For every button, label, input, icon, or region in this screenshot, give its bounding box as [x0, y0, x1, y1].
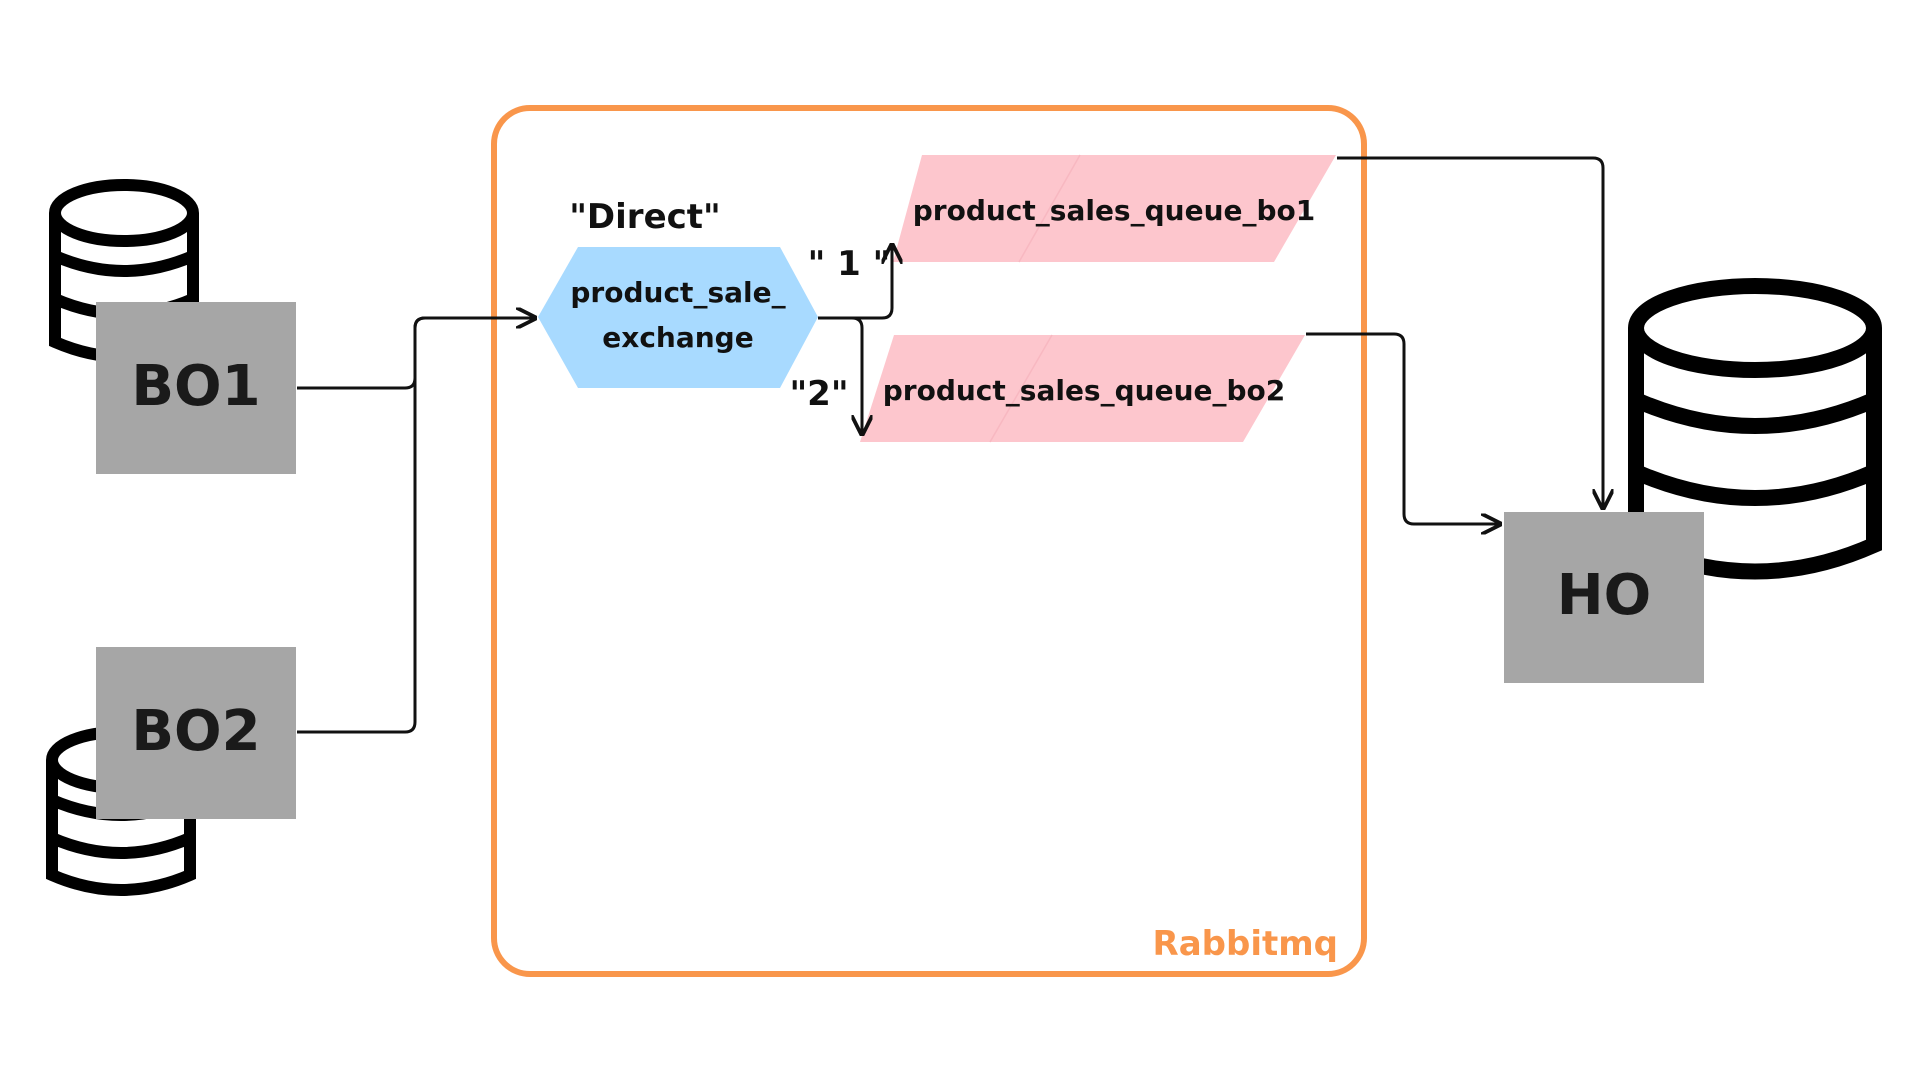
ho-node [1504, 512, 1704, 683]
bo1-label: BO1 [131, 354, 260, 419]
ho-database-icon [1628, 278, 1882, 580]
edge-exchange-to-queue-bo2 [818, 316, 862, 434]
bo2-node [96, 647, 296, 819]
rabbitmq-container [491, 105, 1367, 977]
routing-key-1-label: " 1 " [808, 244, 891, 284]
bo2-label: BO2 [131, 699, 260, 764]
edge-exchange-to-queue-bo1 [818, 245, 892, 320]
exchange-type-label: "Direct" [569, 197, 721, 237]
exchange-name-line1: product_sale_ [570, 276, 785, 309]
edge-queue-bo1-to-ho [1337, 156, 1603, 508]
routing-key-2-label: "2" [789, 374, 848, 414]
edge-bo2-to-exchange [297, 316, 426, 734]
ho-label: HO [1557, 563, 1651, 628]
edge-queue-bo2-to-ho [1306, 332, 1500, 524]
exchange-name-line2: exchange [602, 321, 753, 354]
queue-bo1-node [893, 155, 1336, 262]
rabbitmq-label: Rabbitmq [1153, 924, 1338, 964]
queue-bo1-label: product_sales_queue_bo1 [913, 194, 1316, 227]
queue-bo2-node [860, 335, 1305, 442]
exchange-node [538, 247, 818, 388]
bo1-node [96, 302, 296, 474]
queue-bo2-label: product_sales_queue_bo2 [883, 374, 1286, 407]
